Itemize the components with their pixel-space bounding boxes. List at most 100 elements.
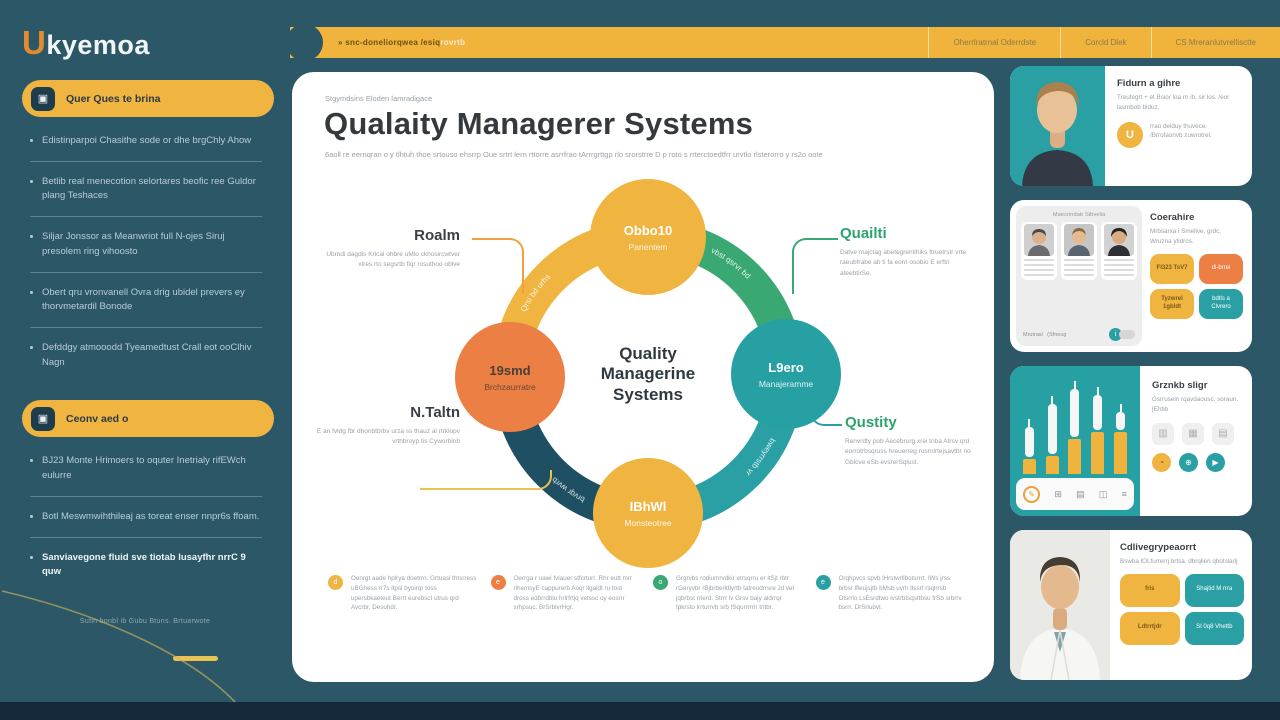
chart-column bbox=[1045, 396, 1059, 474]
topbar-menu-item-3[interactable]: CS Mreranlutvrellisctte bbox=[1150, 27, 1280, 58]
candle-body bbox=[1093, 395, 1103, 430]
sidebar: Ukyemoa ▣ Quer Ques te brina Edistinparp… bbox=[0, 0, 290, 720]
center-line: Systems bbox=[613, 384, 683, 404]
bullet-dot bbox=[30, 346, 33, 350]
sidebar-item-4[interactable]: Obert qru vronvanell Ovra drig ubidel pr… bbox=[30, 273, 262, 329]
topbar-menu-item-2[interactable]: Corcld Dlek bbox=[1060, 27, 1150, 58]
topbar-circle-notch bbox=[286, 24, 323, 61]
sidebar-item-6[interactable]: BJ23 Monte Hrimoers to oquter Inetrialy … bbox=[30, 441, 262, 497]
logo-mark: U bbox=[22, 24, 47, 61]
team-panel: Maecrindatr Sibvelia bbox=[1016, 206, 1142, 346]
diagram-node-top[interactable]: Obbo10 Panentem bbox=[590, 179, 706, 295]
play-icon[interactable]: ▶ bbox=[1206, 452, 1225, 472]
table-icon[interactable]: ▦ bbox=[1182, 422, 1204, 445]
sidebar-item-3[interactable]: Siljar Jonssor as Meanwriot full N-ojes … bbox=[30, 217, 262, 273]
plus-box-icon[interactable]: ⊞ bbox=[1054, 488, 1062, 499]
app-logo: Ukyemoa bbox=[22, 24, 290, 62]
candle-wick bbox=[1096, 387, 1099, 395]
team-card-text: Mrbsarxa i Smelive, grdc, Wruzna ytidros… bbox=[1150, 228, 1222, 245]
diagram-center-title: Quality Managerine Systems bbox=[568, 344, 728, 405]
node-title: IBhWl bbox=[629, 498, 667, 514]
doctor-card-content: Cdlivegrypeaorrt Bswba lOLfurrerrj brtsa… bbox=[1110, 530, 1252, 680]
team-pill-button-3[interactable]: Tyzwrel 1gbldt bbox=[1150, 288, 1194, 319]
menu-icon[interactable]: ≡ bbox=[1121, 489, 1127, 499]
callout-text: Renvrdty pob Aecebrurg xrei tnba Atrsv q… bbox=[845, 438, 971, 466]
footnote-1: d Oenrgt aade hplrya doetrrn. Grtuasi th… bbox=[328, 574, 477, 613]
slide-overline: Stgymdsins Eloden lamradigace bbox=[325, 94, 433, 103]
sidebar-item-8[interactable]: Sanviavegone fluid sve tiotab lusayfhr n… bbox=[30, 538, 262, 592]
footnote-2: e Oerrga r uawi fvlauer stfcrturr. Rhr e… bbox=[490, 574, 640, 613]
toggle-knob-icon: i bbox=[1109, 328, 1122, 341]
team-member-card[interactable] bbox=[1061, 222, 1097, 280]
columns-icon[interactable]: ◫ bbox=[1098, 488, 1108, 499]
diagram-node-bottom[interactable]: IBhWl Monsteotree bbox=[593, 458, 703, 568]
node-title: Obbo10 bbox=[623, 222, 673, 238]
team-panel-footer: Mrutras/ (Sfneug i bbox=[1021, 326, 1137, 341]
breadcrumb-light: rovrtb bbox=[440, 38, 466, 47]
node-title: L9ero bbox=[768, 359, 804, 375]
chart-column bbox=[1022, 419, 1036, 474]
footnote-text: Oerrga r uawi fvlauer stfcrturr. Rhr eut… bbox=[513, 575, 633, 612]
team-panel-header: Maecrindatr Sibvelia bbox=[1052, 212, 1106, 218]
sidebar-primary-button[interactable]: ▣ Quer Ques te brina bbox=[22, 80, 274, 117]
footnote-text: Orqhpvcs spvb lHrstwrllbotsrrrt. lWs jrs… bbox=[838, 575, 962, 612]
node-subtitle: Brchzaurratre bbox=[484, 381, 536, 392]
stats-card-title: Grznkb sligr bbox=[1152, 380, 1208, 391]
sidebar-item-1[interactable]: Edistinparpoi Chasithe sode or dhe brgCh… bbox=[30, 121, 262, 162]
team-pill-button-1[interactable]: FI323 TsV7 bbox=[1150, 253, 1194, 284]
topbar-menu-item-1[interactable]: Oherrlratrnal Oderrdste bbox=[928, 27, 1060, 58]
profile-card-title: Fidurn a gihre bbox=[1117, 78, 1181, 89]
team-member-card[interactable] bbox=[1101, 222, 1137, 280]
doctor-card-title: Cdlivegrypeaorrt bbox=[1120, 542, 1197, 553]
sidebar-accent-dash bbox=[173, 656, 218, 661]
team-pill-button-4[interactable]: bdtls a Clvrero bbox=[1199, 288, 1243, 319]
profile-badge-text: rrao delduy thuvece. /Brrofaonvb zuwrotr… bbox=[1150, 122, 1212, 140]
candle-wick bbox=[1073, 381, 1076, 389]
doctor-card: Cdlivegrypeaorrt Bswba lOLfurrerrj brtsa… bbox=[1010, 530, 1252, 680]
sidebar-nav-list-lower: BJ23 Monte Hrimoers to oquter Inetrialy … bbox=[30, 441, 262, 592]
callout-text: E an fvldg fbr dhonbtbrbv urza ss thauz … bbox=[316, 428, 460, 446]
member-detail-lines bbox=[1064, 259, 1094, 276]
profile-photo bbox=[1010, 66, 1105, 186]
sidebar-nav-list: Edistinparpoi Chasithe sode or dhe brgCh… bbox=[30, 121, 262, 382]
footnote-4: e Orqhpvcs spvb lHrstwrllbotsrrrt. lWs j… bbox=[815, 574, 965, 613]
connector-line-top-right bbox=[792, 238, 838, 294]
stats-card-content: Grznkb sligr Gsrrusein rqavdaousc, sorau… bbox=[1140, 366, 1252, 516]
bullet-dot bbox=[30, 290, 33, 294]
callout-text: Ubrndi dagdis Krlcal ohbre uMlo ckhosirc… bbox=[326, 251, 460, 269]
member-detail-lines bbox=[1024, 259, 1054, 276]
clock-icon[interactable]: ◔ bbox=[1152, 452, 1171, 472]
team-pill-button-2[interactable]: di-brrei bbox=[1199, 253, 1243, 284]
bar-segment bbox=[1022, 459, 1036, 474]
topbar-menu: Oherrlratrnal Oderrdste Corcld Dlek CS M… bbox=[928, 27, 1280, 58]
sidebar-secondary-button[interactable]: ▣ Ceonv aed o bbox=[22, 400, 274, 438]
user-badge-icon[interactable]: U bbox=[1117, 121, 1143, 148]
bar-segment bbox=[1068, 439, 1082, 474]
doctor-pill-button-3[interactable]: Ldtrrtjdr bbox=[1120, 611, 1180, 645]
sidebar-item-7[interactable]: Botl Meswmwihthileaj as toreat enser nnp… bbox=[30, 497, 262, 538]
sidebar-secondary-button-label: Ceonv aed o bbox=[66, 412, 129, 425]
doctor-pill-button-2[interactable]: Shajtid M rrra bbox=[1184, 573, 1244, 607]
sidebar-item-5[interactable]: Defddgy atmooodd Tyeamedtust Crall eot o… bbox=[30, 328, 262, 382]
callout-title: N.Taltn bbox=[410, 404, 460, 421]
diagram-node-left[interactable]: 19smd Brchzaurratre bbox=[455, 322, 565, 432]
rows-icon[interactable]: ▤ bbox=[1076, 488, 1085, 499]
team-member-card[interactable] bbox=[1021, 222, 1057, 280]
grid-box-icon[interactable]: ▥ bbox=[1152, 422, 1174, 445]
sidebar-item-2[interactable]: Betlib real menecotion selortares beofic… bbox=[30, 162, 262, 218]
grid-icon: ▣ bbox=[31, 406, 55, 431]
callout-top-right: Quailti Datve majctag abetegrentihiks ft… bbox=[840, 225, 982, 279]
plus-icon[interactable]: ⊕ bbox=[1179, 452, 1198, 472]
doctor-pill-button-4[interactable]: SI 0q8 Vhettb bbox=[1184, 611, 1244, 645]
footnotes-row: d Oenrgt aade hplrya doetrrn. Grtuasi th… bbox=[328, 574, 964, 613]
member-detail-lines bbox=[1104, 259, 1134, 276]
doctor-pill-button-1[interactable]: fris bbox=[1120, 573, 1180, 607]
footnote-badge-icon: d bbox=[328, 575, 343, 590]
list-icon[interactable]: ▤ bbox=[1212, 422, 1234, 445]
candle-body bbox=[1024, 427, 1034, 457]
chart-column bbox=[1068, 381, 1082, 474]
team-toggle[interactable]: i bbox=[1109, 328, 1135, 341]
pencil-icon[interactable]: ✎ bbox=[1023, 485, 1041, 503]
diagram-node-right[interactable]: L9ero Manajeramme bbox=[731, 319, 841, 429]
bullet-dot bbox=[30, 555, 33, 559]
